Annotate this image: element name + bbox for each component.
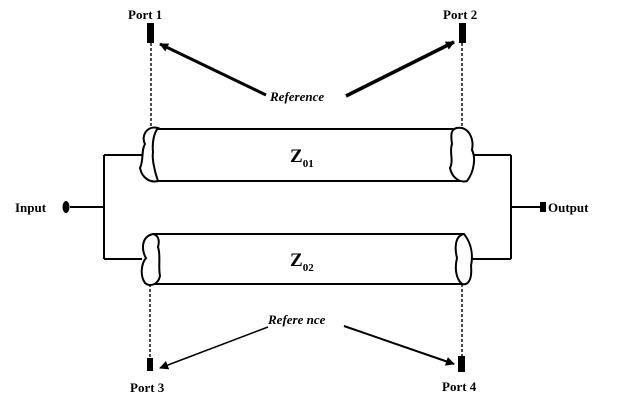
input-feed — [62, 154, 142, 260]
port-reference-lines — [149, 43, 463, 357]
arrow-to-port4 — [343, 325, 455, 366]
arrow-to-port2 — [345, 40, 455, 98]
arrow-to-port1 — [159, 42, 267, 97]
port1-terminal — [147, 23, 154, 43]
z02-symbol: Z — [290, 250, 303, 271]
z01-symbol: Z — [290, 146, 303, 167]
port2-label: Port 2 — [443, 7, 477, 22]
bottom-left-connector — [140, 232, 162, 286]
port1-label: Port 1 — [128, 7, 162, 22]
z01-label: Z01 — [290, 146, 314, 170]
output-label: Output — [548, 200, 589, 215]
output-terminal — [540, 202, 546, 212]
top-transmission-line — [138, 126, 476, 183]
input-label: Input — [15, 200, 47, 215]
port2-terminal — [459, 23, 466, 43]
input-terminal — [62, 201, 70, 213]
bottom-transmission-line — [140, 232, 473, 286]
port3-terminal — [147, 358, 153, 371]
port3-label: Port 3 — [130, 380, 165, 395]
reference-label-top: Reference — [269, 89, 324, 104]
bottom-right-connector — [454, 232, 473, 286]
reference-arrows — [159, 40, 455, 370]
top-right-connector — [448, 126, 476, 183]
z02-subscript: 02 — [303, 262, 315, 274]
top-left-connector — [138, 126, 160, 183]
output-feed — [471, 154, 546, 260]
z01-subscript: 01 — [303, 158, 314, 170]
z02-label: Z02 — [290, 250, 314, 274]
port4-label: Port 4 — [442, 379, 477, 394]
port4-terminal — [458, 356, 465, 372]
arrow-to-port3 — [159, 326, 269, 370]
reference-label-bottom: Refere nce — [267, 312, 326, 327]
